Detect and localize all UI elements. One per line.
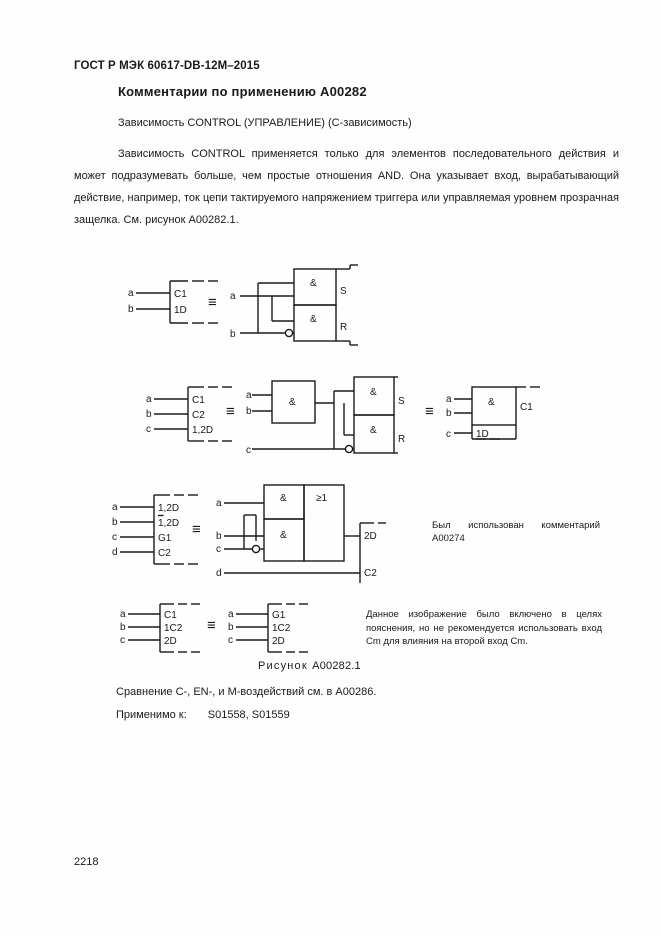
block-label-2d: 2D xyxy=(164,636,177,647)
body-paragraph: Зависимость CONTROL применяется только д… xyxy=(74,143,619,231)
standard-reference: ГОСТ Р МЭК 60617-DB-12M–2015 xyxy=(74,60,260,72)
gate-symbol-and-first: & xyxy=(289,397,296,408)
diagram-row2-middle: a b c & & & S R xyxy=(246,373,405,461)
input-label-d: d xyxy=(112,547,118,558)
block-label-c1: C1 xyxy=(164,610,177,621)
gate-symbol-or: ≥1 xyxy=(316,493,327,504)
input-label-b: b xyxy=(246,406,252,417)
input-label-b: b xyxy=(216,531,222,542)
block-label-2d: 2D xyxy=(272,636,285,647)
equivalence-symbol-row1: ≡ xyxy=(208,294,217,311)
diagram-row1-left: a b C1 1D xyxy=(128,276,236,334)
input-label-d: d xyxy=(216,568,222,579)
page-title: Комментарии по применению A00282 xyxy=(118,84,367,99)
gate-symbol-and: & xyxy=(488,397,495,408)
diagram-row1-right: a b & & S R xyxy=(228,263,358,349)
page-number: 2218 xyxy=(74,856,99,868)
input-label-b: b xyxy=(228,622,234,633)
block-label-1c2: 1C2 xyxy=(164,623,183,634)
input-label-c: c xyxy=(246,445,251,456)
input-label-c: c xyxy=(216,544,221,555)
input-label-a: a xyxy=(128,288,134,299)
input-label-a: a xyxy=(146,394,152,405)
figure-caption-label: Рисунок xyxy=(258,660,308,672)
diagram-row4-right: a b c G1 1C2 2D xyxy=(228,600,328,662)
input-label-a: a xyxy=(216,498,222,509)
figure-caption-number: A00282.1 xyxy=(312,660,361,672)
block-label-c2: C2 xyxy=(192,410,205,421)
equivalence-symbol-row3: ≡ xyxy=(192,521,201,538)
diagram-row2-left: a b c C1 C2 1,2D xyxy=(146,383,250,455)
output-label-r: R xyxy=(340,322,347,333)
input-label-b: b xyxy=(128,304,134,315)
block-label-g1: G1 xyxy=(158,533,172,544)
block-label-c2: C2 xyxy=(158,548,171,559)
input-label-c: c xyxy=(228,635,233,646)
block-label-2d: 2D xyxy=(364,531,377,542)
body-paragraph-text: Зависимость CONTROL применяется только д… xyxy=(74,148,619,226)
input-label-c: c xyxy=(120,635,125,646)
section-subheading: Зависимость CONTROL (УПРАВЛЕНИЕ) (C-зави… xyxy=(118,117,412,129)
equivalence-symbol-row2b: ≡ xyxy=(425,403,434,420)
input-label-c: c xyxy=(146,424,151,435)
gate-symbol-and-top: & xyxy=(370,387,377,398)
input-label-b: b xyxy=(112,517,118,528)
input-label-c: c xyxy=(446,429,451,440)
input-label-a: a xyxy=(120,609,126,620)
input-label-b: b xyxy=(120,622,126,633)
applies-to-label: Применимо к: xyxy=(116,709,187,721)
input-label-b: b xyxy=(446,408,452,419)
input-label-a: a xyxy=(112,502,118,513)
block-label-g1: G1 xyxy=(272,610,286,621)
block-label-1c2: 1C2 xyxy=(272,623,291,634)
applies-to-line: Применимо к: S01558, S01559 xyxy=(116,709,290,721)
gate-symbol-and-top: & xyxy=(280,493,287,504)
block-label-c1: C1 xyxy=(192,395,205,406)
gate-symbol-and-bottom: & xyxy=(370,425,377,436)
block-label-1d: 1D xyxy=(476,429,489,440)
block-label-c1: C1 xyxy=(174,289,187,300)
input-label-a: a xyxy=(228,609,234,620)
diagram-row3-left: a b c d 1,2D 1,2D G1 C2 xyxy=(112,487,216,573)
output-label-r: R xyxy=(398,434,405,445)
input-label-a: a xyxy=(230,291,236,302)
input-label-a: a xyxy=(446,394,452,405)
gate-symbol-and-top: & xyxy=(310,278,317,289)
applies-to-values: S01558, S01559 xyxy=(207,709,290,721)
output-label-s: S xyxy=(398,396,405,407)
block-label-12d: 1,2D xyxy=(192,425,213,436)
equivalence-symbol-row2a: ≡ xyxy=(226,403,235,420)
gate-symbol-and-bottom: & xyxy=(280,530,287,541)
block-label-c1: C1 xyxy=(520,402,533,413)
diagram-row2-right: a b c & C1 1D xyxy=(446,381,556,453)
diagram-row4-left: a b c C1 1C2 2D xyxy=(120,600,220,662)
input-label-c: c xyxy=(112,532,117,543)
compare-reference-line: Сравнение C-, EN-, и M-воздействий см. в… xyxy=(116,686,377,698)
gate-symbol-and-bottom: & xyxy=(310,314,317,325)
block-label-12d: 1,2D xyxy=(158,503,179,514)
equivalence-symbol-row4: ≡ xyxy=(207,617,216,634)
note-explanatory: Данное изображение было включено в целях… xyxy=(366,609,602,647)
output-label-s: S xyxy=(340,286,347,297)
figure-caption: Рисунок A00282.1 xyxy=(258,660,361,672)
input-label-b: b xyxy=(146,409,152,420)
diagram-row3-right: a b c d & & ≥1 2D C2 xyxy=(214,481,386,583)
input-label-b: b xyxy=(230,329,236,340)
block-label-12d-inverted: 1,2D xyxy=(158,518,179,529)
input-label-a: a xyxy=(246,390,252,401)
block-label-1d: 1D xyxy=(174,305,187,316)
block-label-c2: C2 xyxy=(364,568,377,579)
note-used-comment: Был использован комментарий A00274 xyxy=(432,520,600,544)
